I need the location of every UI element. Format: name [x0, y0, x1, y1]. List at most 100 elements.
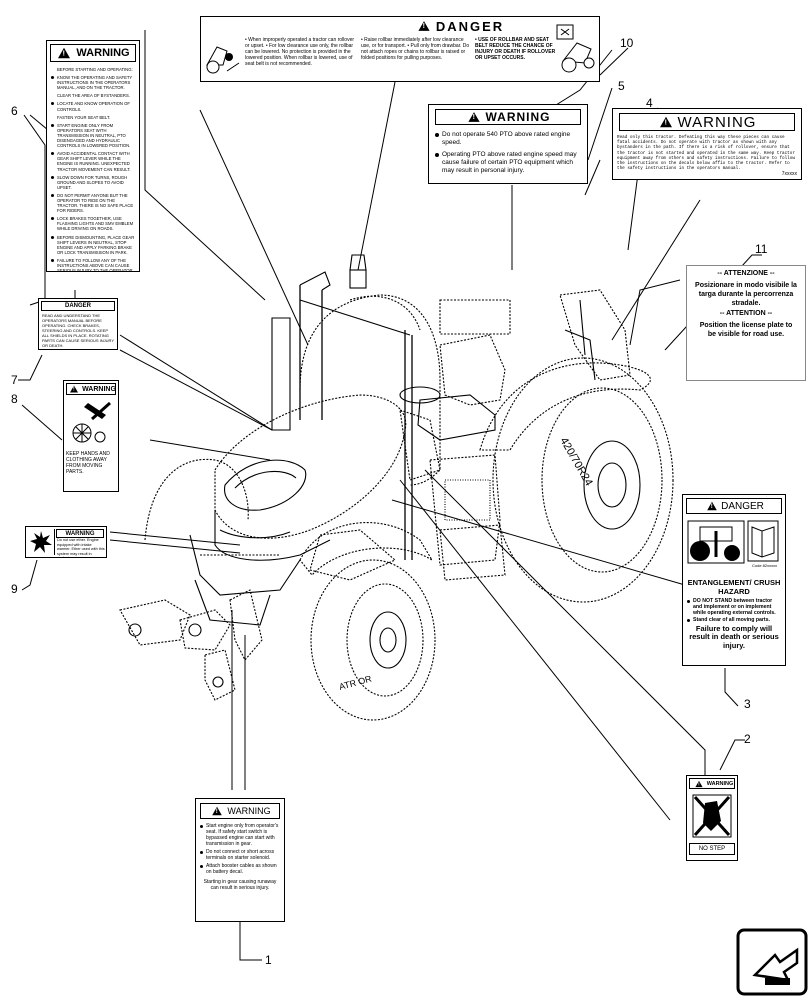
decal-4-title: WARNING [677, 113, 757, 131]
decal-1-item-4: Starting in gear causing runaway can res… [203, 879, 277, 891]
decal-5-title: WARNING [485, 110, 551, 124]
decal-3-heading: ENTANGLEMENT/ CRUSH HAZARD [687, 578, 781, 596]
decal-4-text: Read only this tractor. Defeating this w… [617, 135, 795, 172]
decal-6-line: START ENGINE ONLY FROM OPERATORS SEAT WI… [57, 122, 131, 149]
warning-triangle-icon [418, 21, 430, 31]
decal-4-code: 7xxxxx [781, 171, 797, 177]
decal-8-title: WARNING [82, 385, 116, 393]
decal-6-item: DO NOT PERMIT ANYONE BUT THE OPERATOR TO… [51, 193, 135, 213]
decal-6-line: DO NOT PERMIT ANYONE BUT THE OPERATOR TO… [57, 192, 134, 214]
decal-6-line: AVOID ACCIDENTAL CONTACT WITH GEAR SHIFT… [57, 151, 131, 172]
decal-2-caption: NO STEP [698, 846, 726, 852]
explosion-icon [28, 529, 55, 555]
decal-11-it-text: Posizionare in modo visibile la targa du… [695, 282, 797, 307]
front-hitch [119, 589, 263, 701]
callout-2: 2 [744, 732, 751, 746]
decal-5-item-1: Do not operate 540 PTO above rated engin… [442, 131, 571, 146]
decal-3-item-1: DO NOT STAND between tractor and impleme… [693, 598, 776, 617]
bullet-icon [51, 76, 54, 80]
callout-3: 3 [744, 697, 751, 711]
callout-7: 7 [11, 373, 18, 387]
decal-6-line: FAILURE TO FOLLOW ANY OF THE INSTRUCTION… [57, 257, 133, 272]
decal-6-line: BEFORE STARTING AND OPERATING: [57, 67, 133, 72]
callout-5: 5 [618, 79, 625, 93]
rear-hitch [559, 289, 631, 381]
decal-1-item-1: Start engine only from operator's seat. … [206, 823, 279, 847]
decal-1-warning-starter: WARNING Start engine only from operator'… [195, 798, 285, 922]
decal-3-item-2: Stand clear of all moving parts. [693, 616, 770, 623]
front-left-tire [144, 458, 249, 541]
decal-2-warning-no-step: WARNING NO STEP [686, 775, 738, 861]
decal-10-title: DANGER [435, 18, 505, 34]
rear-tire-text: 420/70R24 [557, 436, 594, 489]
bullet-icon [51, 217, 54, 221]
no-step-icon [689, 791, 735, 841]
callout-10: 10 [620, 36, 634, 50]
decal-7-title: DANGER [64, 303, 91, 309]
decal-2-title: WARNING [706, 780, 734, 787]
bullet-icon [51, 175, 54, 179]
decal-6-line: SLOW DOWN FOR TURNS, ROUGH GROUND AND SL… [57, 174, 128, 190]
decal-11-it-title: ATTENZIONE [723, 270, 768, 277]
decal-6-line: LOCATE AND KNOW OPERATION OF CONTROLS. [57, 101, 130, 112]
warning-triangle-icon [467, 112, 480, 122]
rear-right-tire [492, 357, 674, 603]
decal-8-warning-fan: WARNING KEEP HANDS AND CLOTHING AWAY FRO… [63, 380, 119, 492]
next-page-arrow[interactable] [736, 928, 808, 996]
bullet-icon [51, 152, 54, 156]
decal-6-line: LOCK BRAKES TOGETHER, USE FLASHING LIGHT… [57, 216, 134, 232]
decal-4-warning: WARNING Read only this tractor. Defeatin… [612, 108, 802, 180]
decal-6-item: KNOW THE OPERATING AND SAFETY INSTRUCTIO… [51, 75, 135, 90]
hood [214, 394, 407, 561]
bullet-icon [51, 193, 54, 197]
steering-area [399, 386, 441, 481]
decal-10-col3: • USE OF ROLLBAR AND SEAT BELT REDUCE TH… [475, 37, 556, 61]
rollbar-seatbelt-icon [555, 23, 599, 77]
decal-1-item-2: Do not connect or short across terminals… [206, 849, 275, 861]
decal-8-caption: KEEP HANDS AND CLOTHING AWAY FROM MOVING… [66, 451, 110, 475]
decal-6-item: CLEAR THE AREA OF BYSTANDERS. [51, 93, 135, 98]
warning-triangle-icon [695, 780, 703, 787]
rear-fender [479, 362, 651, 451]
leader-lines [18, 30, 762, 961]
decal-6-line: CLEAR THE AREA OF BYSTANDERS. [57, 93, 130, 99]
decal-6-item: SLOW DOWN FOR TURNS, ROUGH GROUND AND SL… [51, 175, 135, 190]
decal-6-line: BEFORE DISMOUNTING, PLACE GEAR SHIFT LEV… [57, 234, 135, 255]
bullet-icon [51, 123, 54, 127]
decal-6-item: START ENGINE ONLY FROM OPERATORS SEAT WI… [51, 123, 135, 148]
warning-triangle-icon [58, 47, 71, 59]
warning-triangle-icon [707, 501, 717, 511]
decal-6-item: LOCK BRAKES TOGETHER, USE FLASHING LIGHT… [51, 216, 135, 231]
bullet-icon [51, 102, 54, 106]
chassis [309, 454, 506, 581]
front-grille [189, 534, 301, 626]
decal-3-title: DANGER [721, 500, 764, 512]
front-right-tire [310, 559, 436, 721]
decal-6-item: FASTEN YOUR SEAT BELT. [51, 115, 135, 120]
warning-triangle-icon [212, 806, 223, 816]
decal-9-title: WARNING [65, 530, 95, 537]
callout-1: 1 [265, 953, 272, 967]
front-fender [299, 522, 433, 576]
callout-11: 11 [755, 242, 768, 256]
decal-9-warning-ether: WARNING Do not use ether. Engine equippe… [25, 526, 107, 558]
callout-9: 9 [11, 582, 18, 596]
crush-hazard-icon: Code 82xxxxx [686, 517, 782, 577]
decal-10-col2: • Raise rollbar immediately after low cl… [361, 37, 470, 61]
decal-6-line: FASTEN YOUR SEAT BELT. [57, 114, 111, 120]
warning-triangle-icon [659, 116, 672, 128]
decal-5-warning-pto: WARNING Do not operate 540 PTO above rat… [428, 104, 588, 184]
decal-6-title: WARNING [76, 47, 130, 59]
decal-6-item: AVOID ACCIDENTAL CONTACT WITH GEAR SHIFT… [51, 151, 135, 172]
rollover-icon [203, 35, 241, 77]
decal-11-en-title: ATTENTION [726, 310, 766, 317]
fan-entanglement-icon [66, 397, 116, 451]
callout-4: 4 [646, 96, 653, 110]
decal-11-en-text: Position the license plate to be visible… [699, 322, 793, 338]
decal-1-item-3: Attach booster cables as shown on batter… [206, 863, 277, 875]
rear-left-tire [299, 294, 441, 486]
bullet-icon [51, 235, 54, 239]
decal-6-text: BEFORE STARTING AND OPERATING: KNOW THE O… [47, 65, 139, 272]
